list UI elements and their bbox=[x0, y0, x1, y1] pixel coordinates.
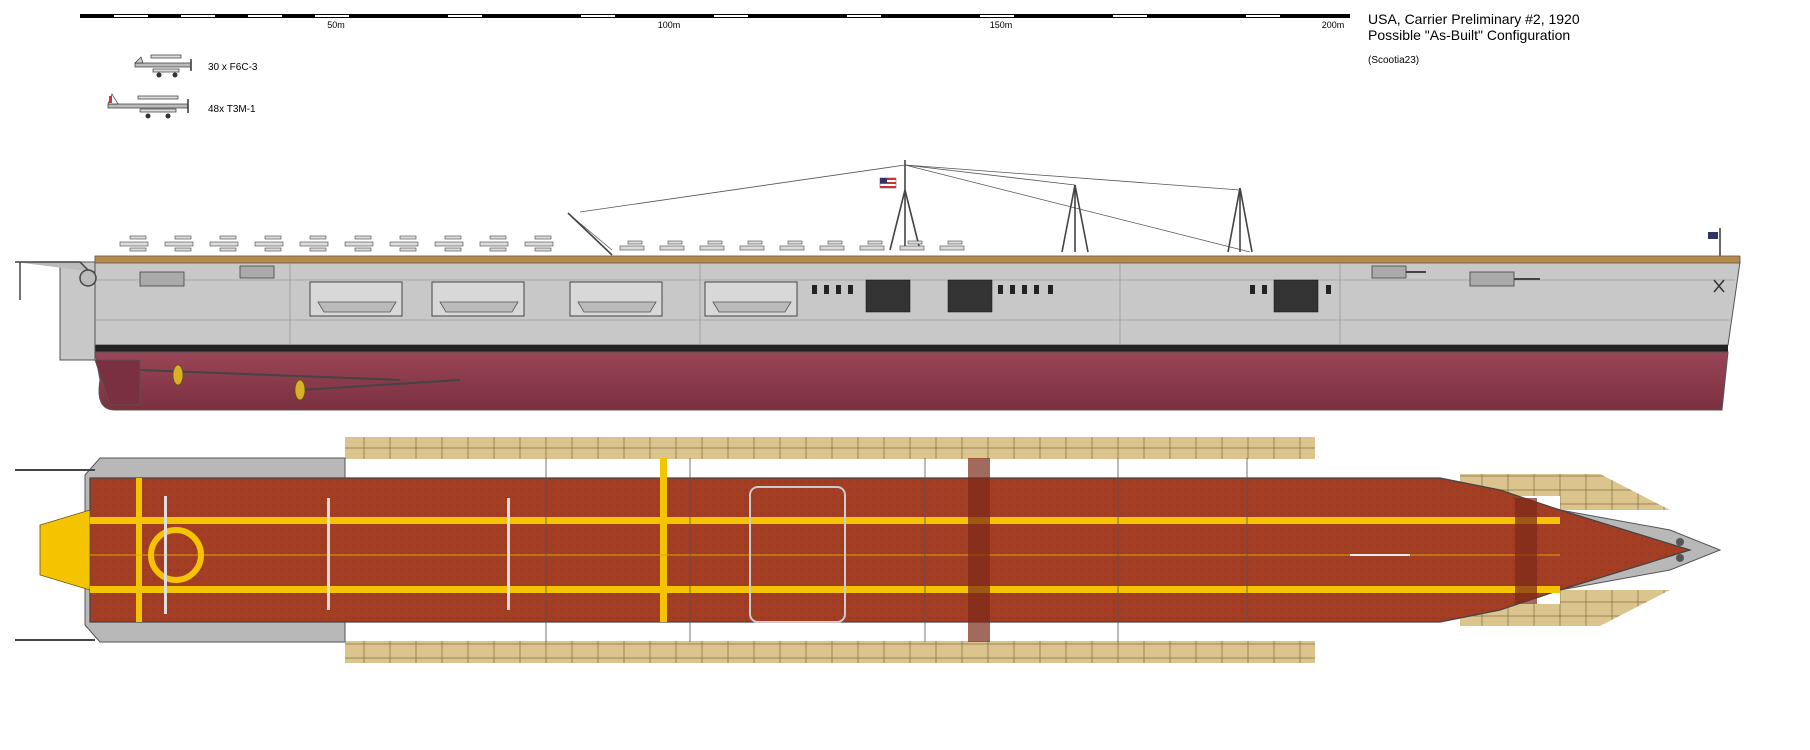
deck-stripe-long bbox=[90, 586, 1560, 593]
propeller-icon bbox=[172, 364, 306, 401]
deck-stripes bbox=[90, 458, 1560, 622]
lifeboat bbox=[712, 301, 792, 313]
scale-label-100m: 100m bbox=[658, 20, 681, 30]
credit: (Scootia23) bbox=[1368, 55, 1419, 66]
deck-joints bbox=[545, 458, 1248, 642]
deck-stripe-cross bbox=[660, 458, 667, 622]
deck-aircraft-profile bbox=[119, 235, 965, 252]
scale-bar-segments bbox=[114, 15, 1280, 17]
gun-mounts bbox=[139, 265, 1515, 287]
scale-bar: 50m 100m 150m 200m bbox=[80, 14, 1350, 30]
us-flag-icon bbox=[879, 177, 897, 189]
title-line-2: Possible "As-Built" Configuration bbox=[1368, 27, 1570, 43]
elevator bbox=[749, 486, 846, 623]
hull-panel-lines bbox=[95, 262, 1735, 345]
gun-mount bbox=[139, 271, 185, 287]
stern-flag-icon bbox=[1708, 232, 1718, 239]
biplane-fighter-icon bbox=[134, 54, 192, 78]
biplane-torpedo-bomber-icon bbox=[107, 93, 189, 119]
hangar-opening bbox=[947, 279, 993, 313]
gun-mount bbox=[239, 265, 275, 279]
flight-deck-edge bbox=[94, 255, 1741, 264]
scale-label-150m: 150m bbox=[990, 20, 1013, 30]
anchor-icon bbox=[1713, 279, 1725, 293]
title-block: USA, Carrier Preliminary #2, 1920 Possib… bbox=[1368, 11, 1580, 66]
hangar-openings bbox=[865, 279, 1319, 313]
scale-label-200m: 200m bbox=[1322, 20, 1345, 30]
lifeboat bbox=[439, 301, 519, 313]
air-group-label-fighter: 30 x F6C-3 bbox=[208, 62, 258, 73]
air-group-legend: 30 x F6C-3 48x T3M-1 bbox=[107, 54, 258, 119]
planking-top bbox=[345, 437, 1315, 459]
deck-stripe-long bbox=[90, 517, 1560, 524]
underwater-hull bbox=[94, 351, 1729, 411]
stern-yellow-marking bbox=[39, 509, 91, 591]
title-line-1: USA, Carrier Preliminary #2, 1920 bbox=[1368, 11, 1580, 27]
stern-shafts bbox=[15, 469, 95, 641]
gun-mount bbox=[1469, 271, 1515, 287]
scale-label-50m: 50m bbox=[327, 20, 345, 30]
gun-mount bbox=[1371, 265, 1407, 279]
masts bbox=[567, 160, 1721, 262]
anchor-gear bbox=[1676, 538, 1684, 562]
hangar-opening bbox=[865, 279, 911, 313]
lifeboats bbox=[317, 301, 792, 313]
landing-circle bbox=[148, 527, 204, 583]
portholes bbox=[812, 285, 1331, 294]
plan-view bbox=[15, 437, 1722, 663]
ladder-markings bbox=[164, 496, 510, 614]
planking-bottom bbox=[345, 641, 1315, 663]
lifeboat bbox=[317, 301, 397, 313]
side-profile bbox=[15, 160, 1741, 411]
crash-barrier bbox=[968, 458, 990, 642]
boot-topping bbox=[95, 345, 1728, 352]
hangar-opening bbox=[1273, 279, 1319, 313]
deck-stripe-cross bbox=[136, 478, 142, 622]
rudder bbox=[94, 359, 141, 406]
planking-bow-tip-top bbox=[1560, 474, 1670, 510]
bow-barrier bbox=[1515, 498, 1537, 604]
propeller-shaft bbox=[139, 369, 461, 391]
air-group-label-torpedo-bomber: 48x T3M-1 bbox=[208, 104, 256, 115]
gun-barrels bbox=[1406, 271, 1540, 280]
lifeboat bbox=[577, 301, 657, 313]
stern-crane-icon bbox=[15, 261, 97, 300]
planking-bow-tip-bottom bbox=[1560, 590, 1670, 626]
